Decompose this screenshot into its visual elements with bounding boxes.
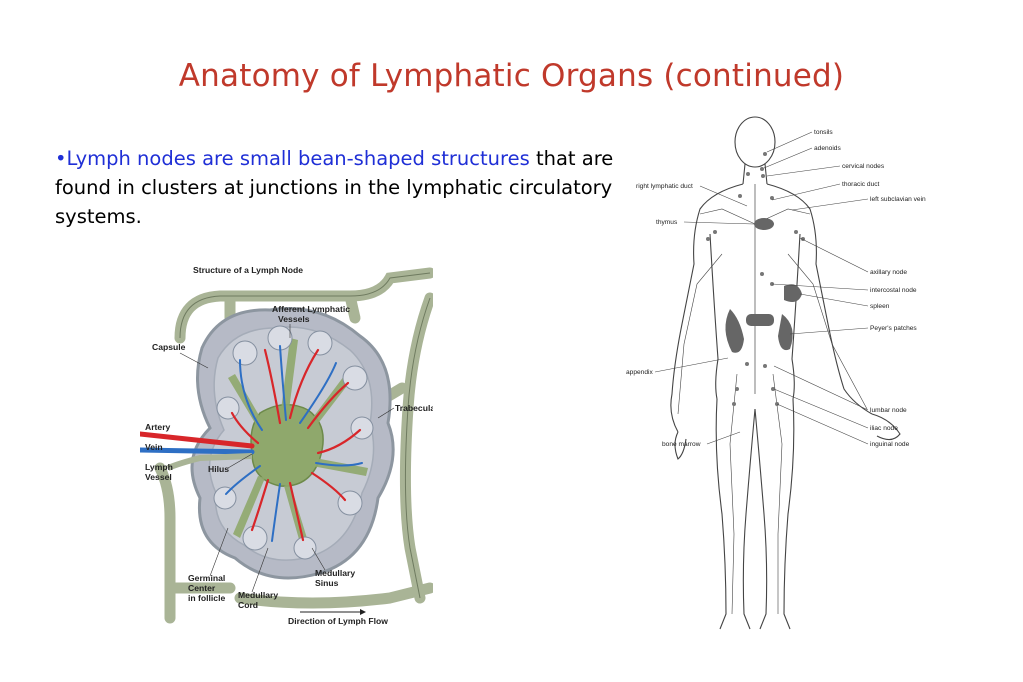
label-medullary-sinus-2: Sinus (315, 578, 339, 588)
label-afferent: Afferent Lymphatic (272, 304, 350, 314)
label-peyers: Peyer's patches (870, 325, 917, 332)
label-right-duct: right lymphatic duct (636, 183, 693, 190)
label-trabecula: Trabecula (395, 403, 433, 413)
bullet-highlight: Lymph nodes are small bean-shaped struct… (66, 147, 530, 170)
label-marrow: bone marrow (662, 441, 701, 448)
label-thymus: thymus (656, 219, 678, 226)
node-heading: Structure of a Lymph Node (193, 265, 303, 275)
label-spleen: spleen (870, 303, 890, 310)
bullet-marker: • (55, 147, 67, 170)
label-tonsils: tonsils (814, 129, 833, 136)
label-artery: Artery (145, 422, 171, 432)
label-lymph: Lymph (145, 462, 173, 472)
label-hilus: Hilus (208, 464, 229, 474)
label-in-follicle: in follicle (188, 593, 225, 603)
bullet-rest: that are found in clusters at junctions … (55, 147, 614, 228)
label-thoracic: thoracic duct (842, 181, 880, 188)
label-lumbar: lumbar node (870, 407, 907, 414)
label-iliac: iliac node (870, 425, 898, 432)
label-flow: Direction of Lymph Flow (288, 616, 388, 626)
lymphatic-system-diagram: tonsils adenoids cervical nodes right ly… (622, 114, 940, 638)
lymph-node-diagram: Structure of a Lymph Node Afferent Lymph… (140, 258, 433, 630)
bullet-text: •Lymph nodes are small bean-shaped struc… (55, 144, 615, 231)
label-vessel: Vessel (145, 472, 172, 482)
label-capsule: Capsule (152, 342, 186, 352)
label-inguinal: inguinal node (870, 441, 910, 448)
label-vessels: Vessels (278, 314, 310, 324)
label-germinal: Germinal (188, 573, 225, 583)
slide-title: Anatomy of Lymphatic Organs (continued) (178, 58, 845, 94)
label-axillary: axillary node (870, 269, 907, 276)
label-medullary-cord-1: Medullary (238, 590, 278, 600)
label-cervical: cervical nodes (842, 163, 885, 170)
label-appendix: appendix (626, 369, 653, 376)
label-medullary-cord-2: Cord (238, 600, 258, 610)
label-subclavian: left subclavian vein (870, 196, 926, 203)
label-center: Center (188, 583, 216, 593)
label-vein: Vein (145, 442, 163, 452)
label-medullary-sinus-1: Medullary (315, 568, 355, 578)
label-adenoids: adenoids (814, 145, 841, 152)
label-intercostal: intercostal node (870, 287, 917, 294)
